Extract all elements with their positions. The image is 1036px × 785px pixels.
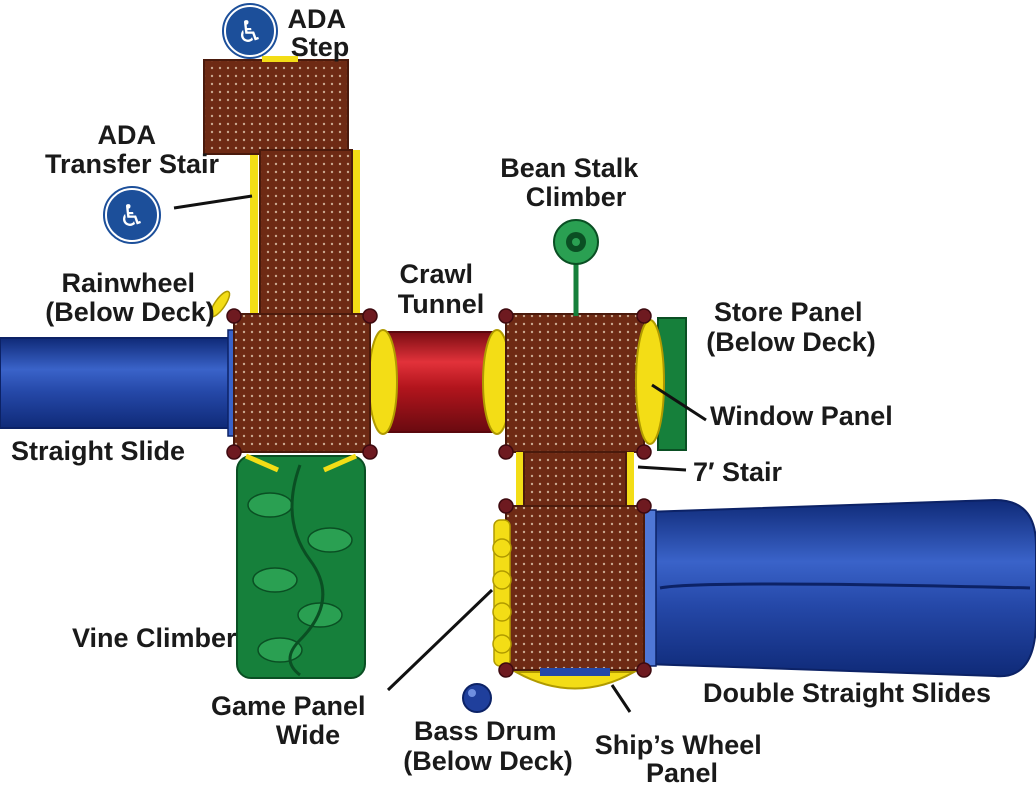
lower-deck — [505, 505, 645, 671]
window-panel — [635, 319, 665, 445]
label-bass-drum: Bass Drum (Below Deck) — [403, 716, 573, 776]
label-vine-climber: Vine Climber — [72, 623, 237, 653]
ships-wheel-panel — [512, 668, 638, 690]
right-deck — [505, 313, 645, 453]
bass-drum — [462, 683, 492, 713]
stair-7ft — [516, 451, 634, 509]
wheelchair-icon: ♿ — [222, 3, 278, 59]
bean-stalk-climber — [553, 219, 599, 316]
label-crawl-tunnel: Crawl Tunnel — [398, 259, 484, 319]
crawl-tunnel — [368, 329, 512, 435]
vine-climber — [236, 455, 366, 679]
transfer-stair-rails — [250, 150, 360, 320]
left-deck — [233, 313, 371, 453]
ada-step-deck — [203, 56, 349, 155]
label-double-straight-slides: Double Straight Slides — [703, 678, 991, 708]
straight-slide — [0, 329, 241, 437]
game-panel-wide — [492, 519, 512, 667]
label-7ft-stair: 7′ Stair — [693, 457, 783, 487]
rainwheel — [209, 290, 231, 318]
double-straight-slides — [641, 498, 1036, 678]
label-ada-transfer-stair: ADA Transfer Stair — [45, 120, 220, 179]
transfer-stair-deck — [259, 149, 353, 321]
label-ships-wheel-panel: Ship’s Wheel Panel — [595, 730, 770, 785]
wheelchair-icon: ♿ — [103, 186, 161, 244]
label-store-panel: Store Panel (Below Deck) — [706, 297, 876, 357]
label-straight-slide: Straight Slide — [11, 436, 185, 466]
vine-climber-rails — [244, 453, 358, 473]
corner-posts — [226, 308, 652, 678]
label-game-panel-wide: Game Panel Wide — [211, 691, 373, 750]
svg-text:♿: ♿ — [119, 199, 146, 234]
svg-text:♿: ♿ — [237, 15, 264, 50]
label-window-panel: Window Panel — [710, 401, 893, 431]
label-ada-step: ADA Step — [287, 4, 352, 62]
label-bean-stalk-climber: Bean Stalk Climber — [500, 153, 646, 212]
label-rainwheel: Rainwheel (Below Deck) — [45, 268, 215, 327]
leader-lines — [173, 194, 707, 713]
